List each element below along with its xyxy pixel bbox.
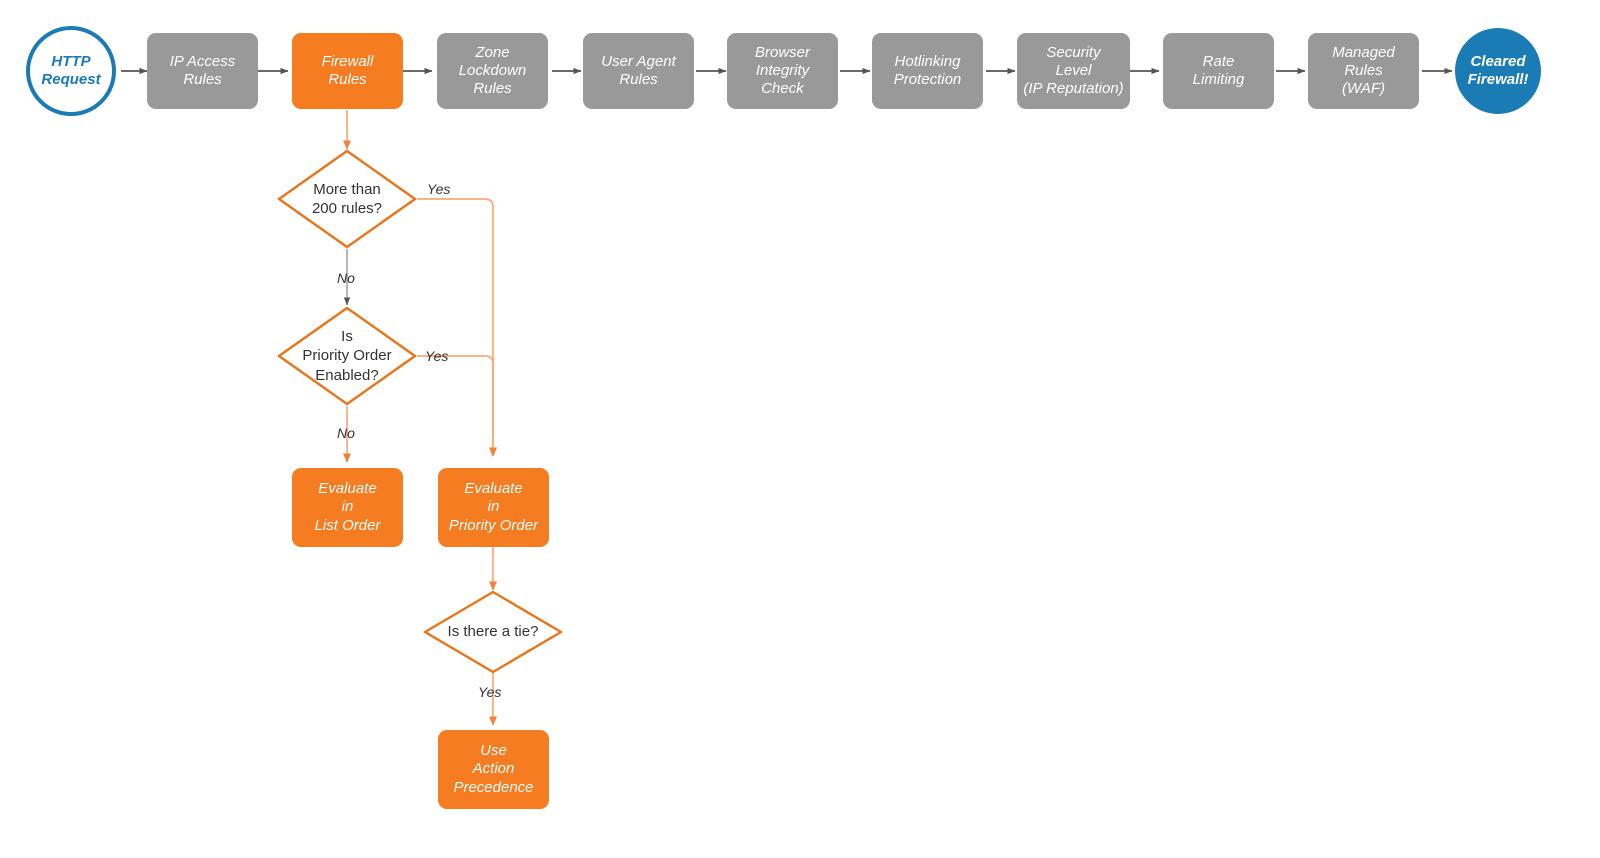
edge-priority-yes [417, 355, 498, 457]
node-evaluate-in-list-order[interactable]: Evaluate in List Order [292, 468, 403, 547]
decision-priority-order-enabled[interactable]: Is Priority Order Enabled? [277, 306, 417, 406]
diamond-shape-icon [277, 306, 417, 406]
node-evaluate-in-priority-order-label: Evaluate in Priority Order [448, 480, 539, 534]
edge-label-tie-yes: Yes [478, 684, 502, 700]
node-user-agent-rules[interactable]: User Agent Rules [583, 33, 694, 109]
node-use-action-precedence[interactable]: Use Action Precedence [438, 730, 549, 809]
diamond-shape-icon [423, 590, 563, 674]
edge-label-priority-yes: Yes [425, 348, 449, 364]
node-rate-limiting[interactable]: Rate Limiting [1163, 33, 1274, 109]
node-security-level[interactable]: Security Level (IP Reputation) [1017, 33, 1130, 109]
node-firewall-rules[interactable]: Firewall Rules [292, 33, 403, 109]
diamond-shape-icon [277, 149, 417, 249]
node-use-action-precedence-label: Use Action Precedence [453, 742, 534, 796]
node-browser-integrity-check[interactable]: Browser Integrity Check [727, 33, 838, 109]
edge-rulecount-yes [417, 198, 498, 457]
node-ip-access-rules-label: IP Access Rules [169, 52, 236, 88]
node-cleared-firewall[interactable]: Cleared Firewall! [1455, 28, 1541, 114]
node-user-agent-rules-label: User Agent Rules [601, 52, 676, 88]
node-ip-access-rules[interactable]: IP Access Rules [147, 33, 258, 109]
edge-label-rulecount-yes: Yes [427, 181, 451, 197]
node-http-request[interactable]: HTTP Request [26, 26, 116, 116]
node-managed-rules-waf-label: Managed Rules (WAF) [1332, 43, 1395, 98]
node-cleared-firewall-label: Cleared Firewall! [1467, 53, 1529, 88]
node-evaluate-in-list-order-label: Evaluate in List Order [314, 480, 381, 534]
node-managed-rules-waf[interactable]: Managed Rules (WAF) [1308, 33, 1419, 109]
node-hotlinking-protection-label: Hotlinking Protection [893, 52, 962, 88]
node-zone-lockdown-rules-label: Zone Lockdown Rules [458, 43, 527, 98]
node-http-request-label: HTTP Request [41, 53, 101, 88]
node-zone-lockdown-rules[interactable]: Zone Lockdown Rules [437, 33, 548, 109]
node-evaluate-in-priority-order[interactable]: Evaluate in Priority Order [438, 468, 549, 547]
edge-label-rulecount-no: No [337, 270, 355, 286]
node-browser-integrity-check-label: Browser Integrity Check [754, 43, 810, 98]
decision-is-there-a-tie[interactable]: Is there a tie? [423, 590, 563, 674]
node-security-level-label: Security Level (IP Reputation) [1023, 43, 1124, 98]
decision-is-there-a-tie-label: Is there a tie? [447, 623, 539, 641]
edge-label-priority-no: No [337, 425, 355, 441]
node-firewall-rules-label: Firewall Rules [321, 52, 374, 88]
decision-priority-order-enabled-label: Is Priority Order Enabled? [302, 327, 392, 384]
decision-more-than-200-rules[interactable]: More than 200 rules? [277, 149, 417, 249]
decision-more-than-200-rules-label: More than 200 rules? [311, 180, 383, 218]
node-hotlinking-protection[interactable]: Hotlinking Protection [872, 33, 983, 109]
node-rate-limiting-label: Rate Limiting [1192, 52, 1245, 88]
